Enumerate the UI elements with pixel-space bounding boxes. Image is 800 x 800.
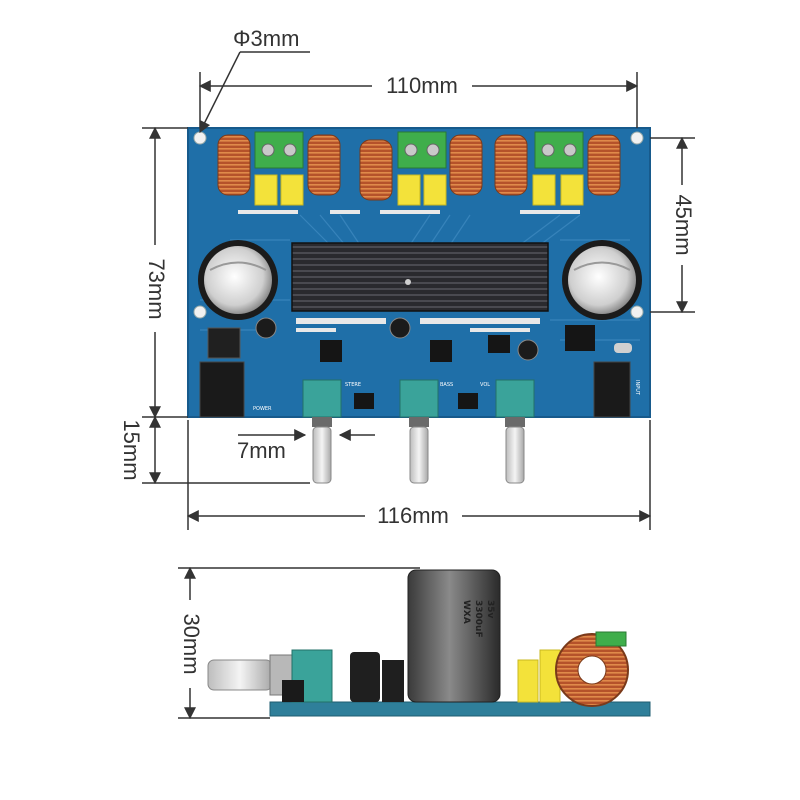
- label-vol: VOL: [480, 382, 490, 388]
- side-coil: [555, 631, 629, 707]
- audio-input-jack: [593, 361, 631, 418]
- knob-shaft-bass: [409, 426, 429, 484]
- label-side-height: 30mm: [179, 613, 204, 674]
- label-bass: BASS: [440, 382, 453, 388]
- heatsink: [291, 242, 549, 312]
- channel-middle: [359, 131, 483, 206]
- channel-left: [217, 131, 341, 206]
- side-knob-shaft: [207, 659, 273, 691]
- side-view-board: 35v 3300uF WXA: [207, 569, 651, 717]
- potentiometer-stere: [302, 379, 342, 484]
- dimension-lines-top: [142, 51, 695, 530]
- label-width-holes: 110mm: [386, 73, 458, 98]
- capacitor-text-1: 35v: [485, 600, 495, 619]
- label-width-total: 116mm: [377, 503, 449, 528]
- label-knob-protrusion: 15mm: [119, 419, 144, 480]
- knob-shaft-stere: [312, 426, 332, 484]
- side-capacitor: 35v 3300uF WXA: [407, 569, 501, 703]
- capacitor-right: [562, 240, 642, 320]
- potentiometer-vol: [495, 379, 535, 484]
- power-jack: [199, 361, 245, 418]
- dimension-lines-side: [178, 566, 420, 720]
- label-input: INPUT: [634, 380, 640, 396]
- smd-components: [238, 210, 580, 332]
- label-stere: STERE: [345, 382, 361, 388]
- capacitor-left: [198, 240, 278, 320]
- top-view-board: POWER INPUT STERE BASS VOL: [187, 127, 651, 484]
- label-hole-diameter: Φ3mm: [233, 26, 299, 51]
- capacitor-text-3: WXA: [461, 600, 471, 624]
- label-power: POWER: [253, 406, 272, 412]
- channel-right: [494, 131, 621, 206]
- mounting-hole-icon: [193, 131, 644, 319]
- label-knob-spacing: 7mm: [237, 438, 286, 463]
- knob-shaft-vol: [505, 426, 525, 484]
- capacitor-text-2: 3300uF: [473, 600, 483, 638]
- label-height-board: 73mm: [144, 258, 169, 319]
- dimension-labels-top: Φ3mm 110mm 73mm 45mm 15mm 7mm 116mm: [119, 26, 696, 528]
- potentiometer-bass: [399, 379, 439, 484]
- label-holes-vertical: 45mm: [671, 194, 696, 255]
- dimension-arrow-icon: [199, 51, 241, 134]
